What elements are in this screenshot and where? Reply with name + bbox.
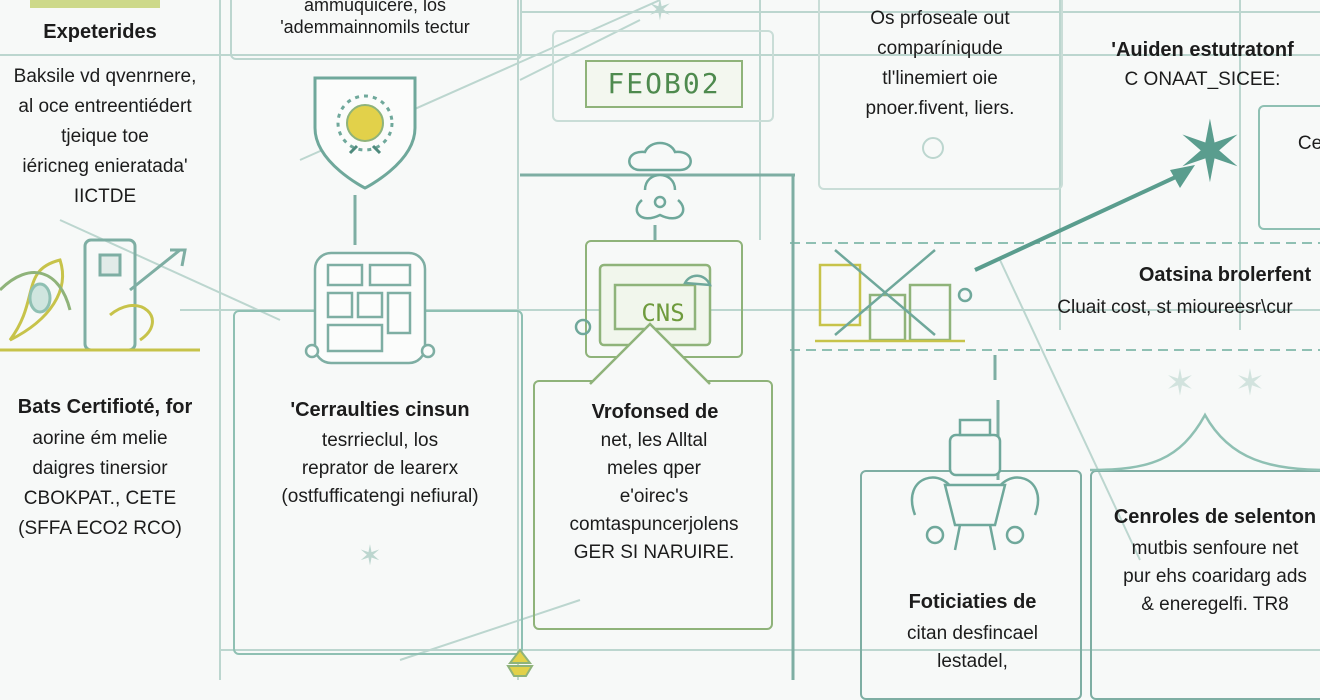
col4-bottom-line: citan desfincael [907, 623, 1038, 644]
col1-title2: Bats Certifioté, for [17, 396, 193, 418]
col4-bottom-list: citan desfincael lestadel, [865, 620, 1080, 676]
chip-label: CNS [641, 299, 685, 327]
col5-line: pur ehs coaridarg ads [1123, 566, 1307, 587]
col5-sub1: C ONAAT_SICEE: [1124, 69, 1281, 90]
col1-para-line: tjeique toe [61, 126, 149, 147]
col1-line: aorine ém melie [32, 428, 168, 449]
document-stack-icon [304, 251, 436, 365]
eco-badge-text: FEOB02 [607, 67, 721, 100]
col1-para-line: iéricneg enieratada' [22, 156, 188, 177]
robot-figure-icon [910, 418, 1040, 551]
col5-sub2: Cluait cost, st mioureesr\cur [1057, 297, 1293, 318]
col1-line: daigres tinersior [32, 458, 168, 479]
shield-sun-icon [313, 76, 417, 190]
col4-top-line: pnoer.fivent, liers. [865, 98, 1015, 119]
col4-top-line: comparíniqude [877, 38, 1003, 59]
col3-callout-pointer [589, 322, 711, 385]
star-icon: ✶ [647, 0, 673, 27]
col2-line: tesrrieclul, los [321, 430, 439, 451]
col3-line: comtaspuncerjolens [569, 514, 739, 535]
faint-star-icon-2: ✶ [1234, 362, 1266, 403]
star-burst-icon: ✶ [1174, 105, 1246, 199]
col2-top-text: ammuquicere, los 'ademmainnomils tectur [230, 0, 520, 38]
col2-line: (ostfufficatengi nefiural) [281, 486, 479, 507]
eco-badge: FEOB02 [585, 60, 743, 108]
col5-line: mutbis senfoure net [1131, 538, 1299, 559]
col1-line: CBOKPAT., CETE [23, 488, 177, 509]
col4-bottom-line: lestadel, [937, 651, 1008, 672]
col5-title3: Cenroles de selenton [1113, 506, 1317, 528]
col5-title2: Oatsina brolerfent [1138, 264, 1312, 286]
col4-top-text: Os prfoseale out comparíniqude tl'linemi… [820, 4, 1060, 124]
col5-small-box [1258, 105, 1320, 230]
small-leaf-icon [506, 648, 534, 677]
col5-list: mutbis senfoure net pur ehs coaridarg ad… [1100, 535, 1320, 619]
col3-list: net, les Alltal meles qper e'oirec's com… [538, 427, 770, 567]
col2-top-box [230, 0, 522, 60]
col3-line: e'oirec's [619, 486, 689, 507]
col3-title: Vrofonsed de [591, 401, 719, 423]
col1-paragraph: Baksile vd qvenrnere, al oce entreentiéd… [0, 62, 210, 212]
arrow-to-star-icon [974, 165, 1195, 272]
col5-box-text: Ce [1297, 133, 1320, 154]
small-circle-icon [922, 137, 944, 159]
col4-top-line: Os prfoseale out [870, 8, 1010, 29]
col2-list: tesrrieclul, los reprator de learerx (os… [240, 427, 520, 511]
col3-top-frame [552, 30, 774, 122]
col4-bottom-title: Foticiaties de [908, 591, 1037, 613]
col1-para-line: IICTDE [73, 186, 137, 207]
col1-line: (SFFA ECO2 RCO) [18, 518, 182, 539]
circuit-chip-icon [574, 263, 712, 347]
faint-star-icon: ✶ [1164, 362, 1196, 403]
col1-para-line: al oce entreentiédert [18, 96, 192, 117]
col2-title: 'Cerraulties cinsun [290, 399, 470, 421]
col2-line: reprator de learerx [301, 458, 459, 479]
col1-top-title: Expeterides [43, 21, 157, 43]
sparkle-icon: ✶ [358, 540, 382, 571]
factory-cross-icon [815, 249, 973, 343]
tree-connector-icon [628, 141, 692, 220]
col5-line: & eneregelfi. TR8 [1141, 594, 1289, 615]
col2-top-line: ammuquicere, los [303, 0, 447, 15]
col1-list: aorine ém melie daigres tinersior CBOKPA… [0, 424, 200, 544]
col5-title1: 'Auiden estutratonf [1111, 39, 1294, 61]
col4-top-box [818, 0, 1063, 190]
col1-para-line: Baksile vd qvenrnere, [13, 66, 197, 87]
top-left-bars [30, 0, 160, 8]
phone-water-icon [0, 238, 200, 352]
col3-line: meles qper [607, 458, 701, 479]
col4-top-line: tl'linemiert oie [882, 68, 998, 89]
col3-line: net, les Alltal [600, 430, 708, 451]
col2-top-line: 'ademmainnomils tectur [280, 17, 470, 37]
col3-line: GER SI NARUIRE. [573, 542, 735, 563]
col5-bottom-arch [1089, 412, 1320, 472]
